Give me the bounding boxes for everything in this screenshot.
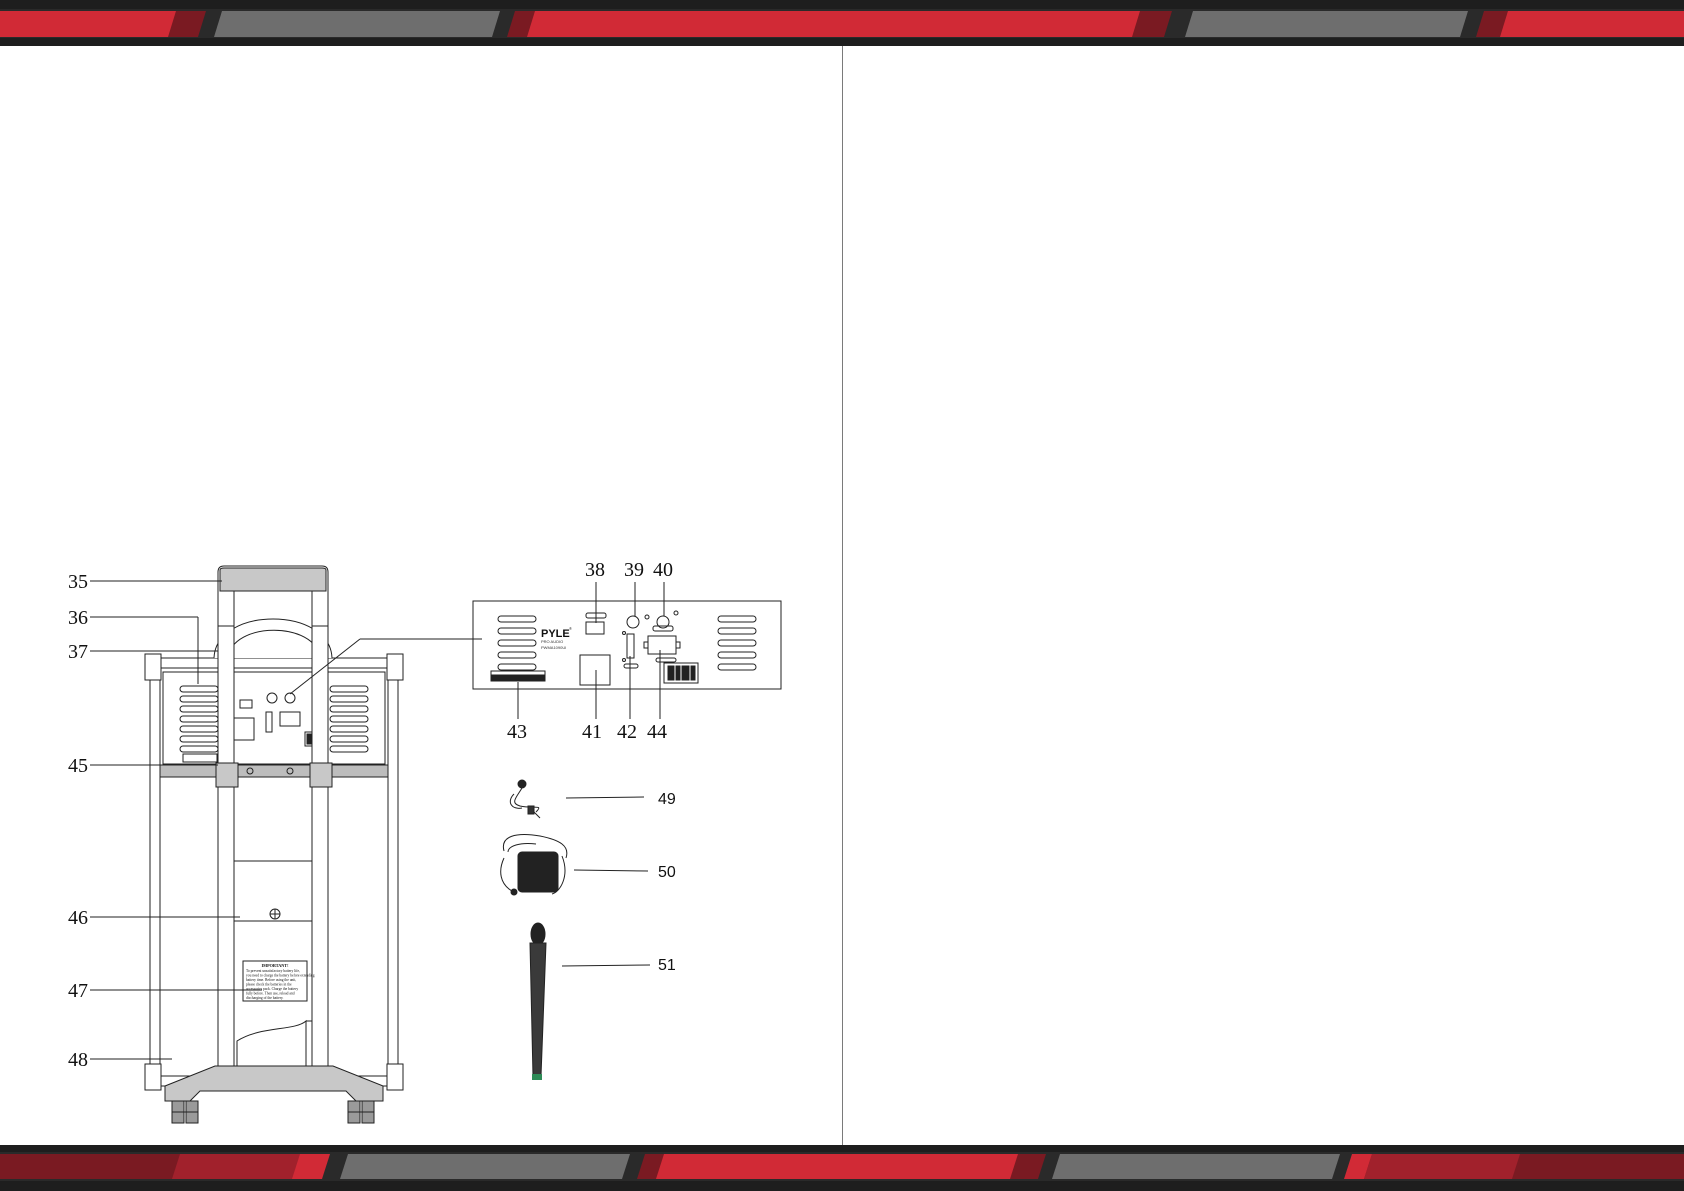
warning-label: [490, 670, 546, 682]
left-page: 35 36 37 45 46 47 48 38 39 40 43 41 42 4…: [0, 46, 842, 1145]
rear-panel-small: [162, 671, 386, 765]
notice-line: please check the batteries in the: [246, 983, 292, 987]
callout-45: 45: [68, 755, 88, 777]
panel-brand-subtitle: PRO AUDIO: [541, 639, 563, 644]
callout-43: 43: [507, 721, 527, 743]
callout-48: 48: [68, 1049, 88, 1071]
right-page-blank: [843, 46, 1684, 1145]
notice-line: To prevent unsatisfactory battery life,: [246, 969, 300, 974]
headset-microphone: [500, 834, 568, 896]
bottom-decorative-band: [0, 1145, 1684, 1191]
page-divider: [842, 46, 843, 1145]
cross-rail: [159, 764, 389, 778]
callout-39: 39: [624, 559, 644, 581]
knob-39: [626, 615, 640, 629]
callout-47: 47: [68, 980, 88, 1002]
lavalier-microphone: [509, 779, 541, 819]
top-decorative-band: [0, 0, 1684, 46]
callout-41: 41: [582, 721, 602, 743]
panel-vents-right: [717, 615, 757, 671]
panel-brand-logo: PYLE: [541, 628, 570, 640]
callout-37: 37: [68, 641, 88, 663]
ac-socket: [579, 654, 611, 686]
notice-title: IMPORTANT!: [262, 963, 290, 968]
barcode-label: [663, 662, 699, 684]
callout-46: 46: [68, 907, 88, 929]
callout-numbers: 35 36 37 45 46 47 48 38 39 40 43 41 42 4…: [68, 559, 676, 1071]
notice-line: you need to charge the battery before ex…: [246, 974, 315, 978]
callout-42: 42: [617, 721, 637, 743]
vent-slots-right: [329, 685, 369, 753]
battery-compartment: [236, 1019, 307, 1072]
callout-50: 50: [658, 864, 676, 881]
power-switch: [585, 621, 605, 635]
product-parts-diagram: 35 36 37 45 46 47 48 38 39 40 43 41 42 4…: [68, 559, 782, 1124]
panel-vents-left: [497, 615, 537, 671]
battery-notice-text: IMPORTANT! To prevent unsatisfactory bat…: [246, 963, 315, 1000]
panel-model-number: PWMA1090UI: [541, 645, 566, 650]
knob-40: [656, 615, 670, 629]
trolley-handle: [215, 565, 333, 1092]
callout-49: 49: [658, 791, 676, 808]
callout-44: 44: [647, 721, 667, 743]
notice-line: accessories pack. Charge the battery: [246, 987, 298, 991]
notice-line: discharging of the battery.: [246, 996, 284, 1000]
notice-line: battery time. Before using the unit,: [246, 978, 296, 983]
battery-notice-label: [242, 960, 308, 1002]
panel-brand-mark: ®: [569, 626, 572, 631]
notice-line: fully before. Then use, reload and: [246, 992, 295, 997]
callout-40: 40: [653, 559, 673, 581]
callout-36: 36: [68, 607, 88, 629]
callout-35: 35: [68, 571, 88, 593]
handheld-microphone: [529, 922, 547, 1080]
input-jack: [647, 635, 677, 655]
callout-38: 38: [585, 559, 605, 581]
callout-51: 51: [658, 957, 676, 974]
